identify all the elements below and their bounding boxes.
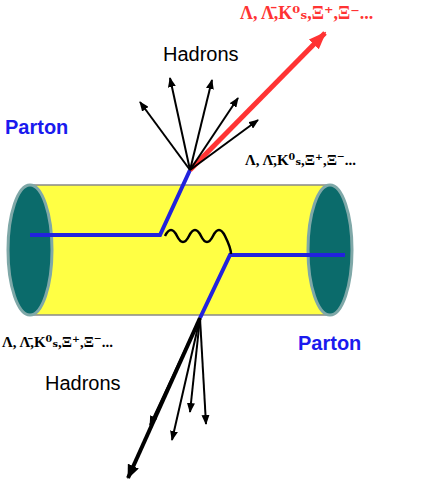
particle-list: Λ, Λ̄,K⁰ₛ,Ξ⁺,Ξ⁻... (245, 152, 356, 169)
parton-line (30, 170, 190, 235)
hadron-arrow (170, 78, 190, 170)
particle-list: Λ, Λ̄,K⁰ₛ,Ξ⁺,Ξ⁻... (2, 334, 113, 351)
cylinder-edge (30, 184, 330, 186)
hadron-arrow (172, 318, 200, 440)
gluon-line (165, 230, 231, 254)
hadron-arrow (150, 318, 200, 425)
particle-list: Λ, Λ̄,K⁰ₛ,Ξ⁺,Ξ⁻... (240, 3, 373, 24)
parton-line (200, 255, 345, 318)
jet-label: Hadrons (163, 43, 239, 66)
hadron-arrow (128, 318, 200, 478)
hadron-arrow (190, 98, 238, 170)
jet-label: Hadrons (45, 372, 121, 395)
hadron-arrow (190, 318, 200, 412)
parton-label: Parton (5, 116, 68, 139)
cylinder-body (30, 185, 330, 315)
cylinder-edge (30, 314, 330, 316)
parton-label: Parton (298, 332, 361, 355)
cylinder-end (308, 185, 352, 315)
hadron-arrow (200, 318, 206, 424)
cylinder-end (8, 185, 52, 315)
